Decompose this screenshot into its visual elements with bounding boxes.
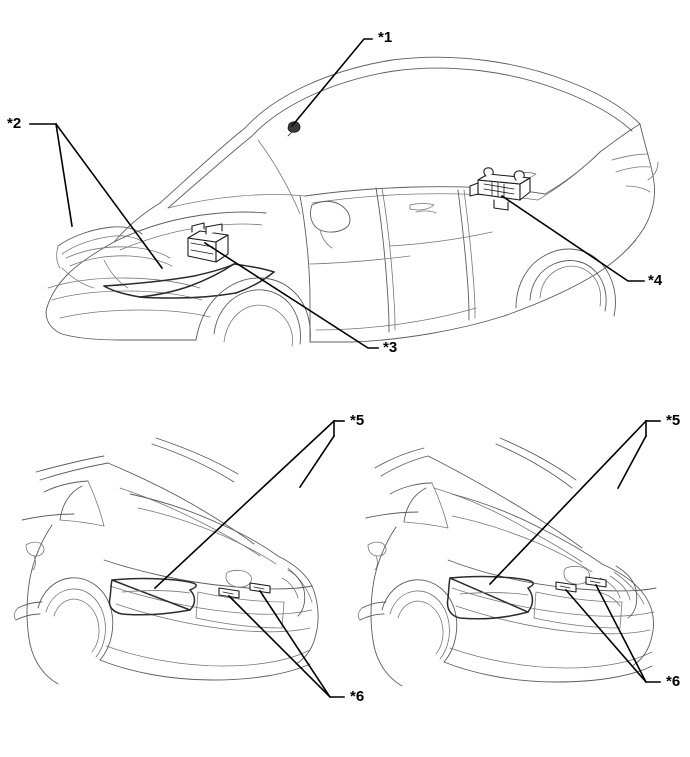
callout-label-6-right: *6 (666, 673, 680, 690)
engine-room-ecu-icon (187, 222, 229, 263)
view-front-three-quarter: *1 *2 *3 *4 (7, 29, 663, 356)
view-rear-left: *5 *6 (13, 412, 364, 705)
view-rear-right: *5 *6 (357, 412, 680, 690)
leader-line-6-left (227, 589, 345, 699)
license-plate-lamp-right-b (585, 576, 607, 588)
license-plate-lamp-left-b (555, 581, 577, 593)
cabin-sensor-assembly-icon (469, 167, 531, 211)
callout-label-5-left: *5 (350, 412, 364, 429)
leader-line-6-right (564, 583, 661, 684)
leader-line-4 (500, 194, 645, 282)
leader-line-1 (290, 38, 373, 128)
callout-label-5-right: *5 (666, 412, 680, 429)
leader-line-5-left (153, 419, 345, 590)
callout-label-4: *4 (648, 272, 663, 289)
callout-label-6-left: *6 (350, 688, 364, 705)
leader-line-5-right (488, 419, 661, 586)
callout-label-1: *1 (378, 29, 392, 46)
callout-label-2: *2 (7, 115, 21, 132)
leader-line-3 (203, 241, 379, 349)
callout-label-3: *3 (383, 339, 397, 356)
license-plate-lamp-left-a (218, 587, 240, 599)
license-plate-lamp-right-a (249, 582, 271, 594)
leader-line-2 (29, 122, 164, 270)
